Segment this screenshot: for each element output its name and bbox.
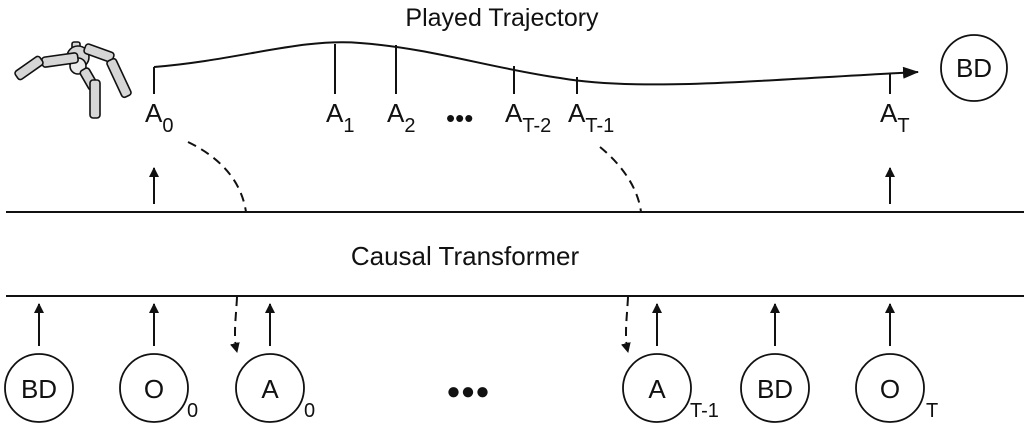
feedback-curve-upper [187, 141, 247, 213]
traj-action-a2: A2 [387, 98, 415, 137]
feedback-curve-lower [229, 296, 240, 353]
input-node-bd [4, 353, 74, 423]
input-node-label: BD [757, 374, 793, 404]
traj-ellipsis: ••• [446, 103, 473, 133]
input-node-bd-2 [740, 353, 810, 423]
input-node-sub: 0 [304, 400, 315, 422]
input-node-label: O [880, 374, 900, 404]
traj-action-at1: AT-1 [568, 98, 614, 137]
input-node-sub: T [926, 400, 938, 422]
transformer-label: Causal Transformer [351, 241, 580, 271]
traj-action-a1: A1 [326, 98, 354, 137]
goal-node-label: BD [956, 53, 992, 83]
input-node-label: BD [21, 374, 57, 404]
input-node-o0 [119, 353, 189, 423]
traj-action-at2: AT-2 [505, 98, 551, 137]
goal-node [940, 34, 1008, 102]
traj-action-at: AT [880, 98, 910, 137]
input-node-label: O [144, 374, 164, 404]
inputs-ellipsis: ●●● [446, 378, 490, 405]
feedback-curve-upper [599, 146, 642, 213]
input-node-at1 [622, 353, 692, 423]
robot-arm-icon [14, 41, 132, 119]
input-node-a0 [235, 353, 305, 423]
input-node-ot [855, 353, 925, 423]
input-node-sub: T-1 [690, 400, 719, 422]
input-node-sub: 0 [187, 400, 198, 422]
traj-action-a0: A0 [145, 98, 173, 137]
trajectory-curve [153, 41, 919, 86]
input-node-label: A [261, 374, 279, 404]
input-node-label: A [648, 374, 666, 404]
feedback-curve-lower [620, 296, 631, 353]
diagram-title: Played Trajectory [405, 4, 599, 32]
